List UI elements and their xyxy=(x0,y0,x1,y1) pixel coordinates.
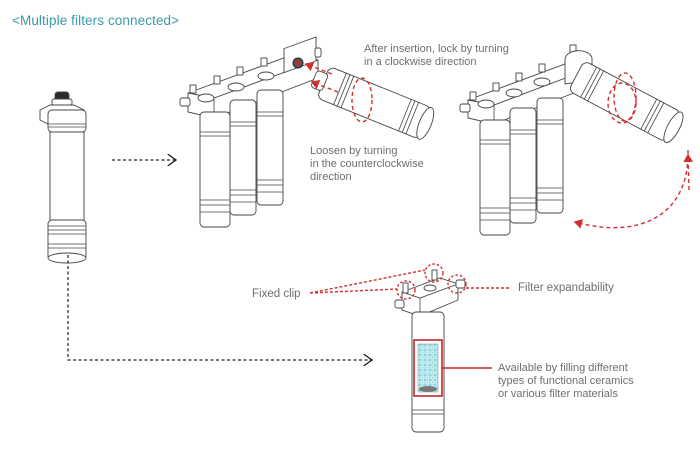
single-cartridge xyxy=(39,91,87,264)
loosen-instruction-label: Loosen by turning in the counterclockwis… xyxy=(310,145,424,184)
filling-line-2: types of functional ceramics xyxy=(498,375,634,387)
filter-media xyxy=(417,343,439,393)
filling-note-label: Available by filling different types of … xyxy=(498,362,634,401)
lock-line-1: After insertion, lock by turning xyxy=(364,43,509,55)
four-filter-assembly xyxy=(459,44,694,236)
single-filter-housing xyxy=(309,263,510,433)
loosen-line-3: direction xyxy=(310,171,352,183)
lock-instruction-label: After insertion, lock by turning in a cl… xyxy=(364,43,509,69)
three-filter-assembly xyxy=(179,36,435,228)
loosen-line-1: Loosen by turning xyxy=(310,145,398,157)
loosen-line-2: in the counterclockwise xyxy=(310,158,424,170)
filter-expandability-label: Filter expandability xyxy=(518,282,614,294)
diagram-title: <Multiple filters connected> xyxy=(12,13,180,28)
lock-line-2: in a clockwise direction xyxy=(364,56,477,68)
rotation-indicator xyxy=(351,77,373,123)
arrow-to-single-housing xyxy=(67,255,372,360)
fixed-clip-label: Fixed clip xyxy=(252,288,301,300)
filling-line-1: Available by filling different xyxy=(498,362,628,374)
filling-line-3: or various filter materials xyxy=(498,388,618,400)
